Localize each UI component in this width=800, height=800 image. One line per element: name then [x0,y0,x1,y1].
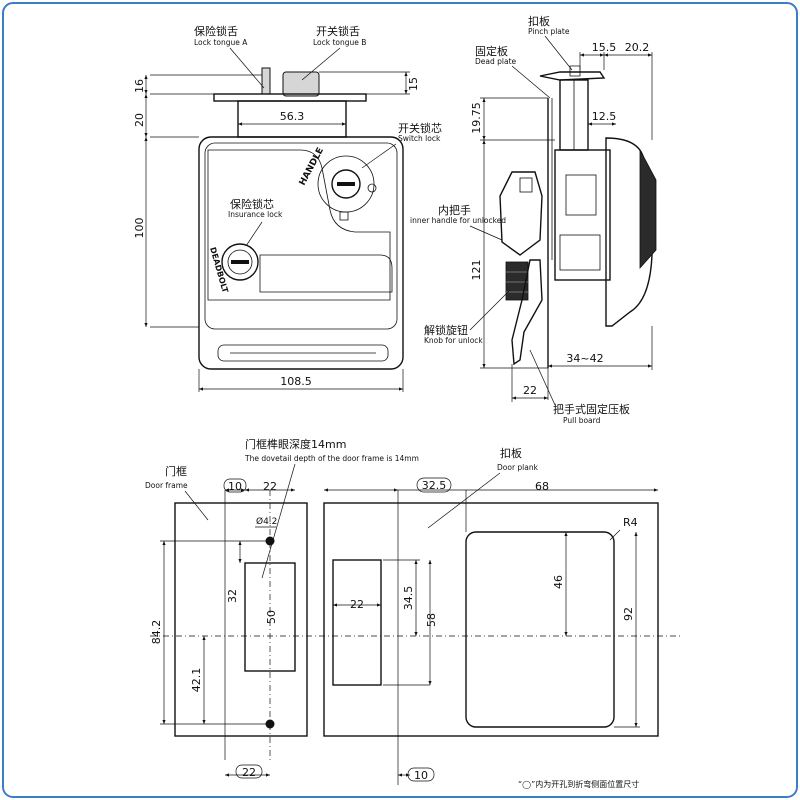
pinch-plate [539,71,606,81]
label-dovetail-cn: 门框榫眼深度14mm [245,437,346,451]
dim-frame-10-oval [223,478,247,493]
label-knob-cn: 解锁旋钮 [424,323,468,337]
label-pinch-plate-en: Pinch plate [528,27,570,36]
door-frame-view: 10 22 Ø4.2 32 50 84.2 42.1 22 门框榫眼深度14mm… [145,437,680,779]
handle-grip [259,254,393,293]
label-pinch-plate-cn: 扣板 [528,14,550,28]
dim-frame-84-2: 84.2 [150,620,163,645]
lock-body [198,136,404,370]
label-dead-plate-cn: 固定板 [475,44,508,58]
label-pull-board-cn: 把手式固定压板 [553,402,630,416]
unlock-indicator-icon [339,211,349,221]
dim-frame-22-bottom: 22 [242,766,256,779]
dim-side-20-2: 20.2 [625,41,650,54]
deadbolt-engraving: DEADBOLT [208,246,230,294]
dim-front-100: 100 [133,218,146,239]
label-pull-board-en: Pull board [563,416,601,425]
dim-plank-46: 46 [552,575,565,589]
label-insurance-lock-cn: 保险锁芯 [230,197,274,211]
dim-plank-32-5-oval [416,477,452,493]
dim-frame-42-1: 42.1 [190,668,203,693]
label-switch-lock-en: Switch lock [398,134,441,143]
outer-handle [639,149,657,270]
dovetail-mortise [244,562,296,672]
inner-handle [499,171,543,256]
label-knob-en: Knob for unlock [424,336,483,345]
dim-front-108-5: 108.5 [280,375,312,388]
label-lock-tongue-a-cn: 保险锁舌 [194,24,238,38]
switch-lock-keyslot [337,182,355,186]
footnote: “◯”内为开孔到折弯侧面位置尺寸 [518,779,639,789]
dim-plank-58: 58 [425,613,438,627]
insurance-lock-keyslot [231,260,249,264]
dim-side-121: 121 [470,260,483,281]
unlock-knob [505,261,529,301]
lock-indicator-icon [367,183,377,193]
door-plank-view: 32.5 68 R4 34.5 58 22 46 92 10 扣板 Door p… [323,446,659,789]
dim-frame-32: 32 [226,589,239,603]
plank-slot [332,559,382,686]
dim-plank-10: 10 [414,769,428,782]
dim-frame-phi: Ø4.2 [256,516,277,527]
dim-front-56-3: 56.3 [280,110,305,123]
lock-body-inner [204,142,398,330]
dim-plank-32-5: 32.5 [422,479,447,492]
dim-plank-22: 22 [350,598,364,611]
dim-frame-10: 10 [228,480,242,493]
label-lock-tongue-b-en: Lock tongue B [313,38,366,47]
dim-frame-22-top: 22 [263,480,277,493]
door-plank-panel [323,502,659,737]
label-insurance-lock-en: Insurance lock [228,210,283,219]
bottom-slot [217,344,389,362]
dim-plank-r4: R4 [623,516,638,529]
switch-lock-cylinder [331,169,361,199]
pull-board [511,259,543,366]
dim-frame-50: 50 [265,610,278,624]
label-dead-plate-en: Dead plate [475,57,517,66]
dim-plank-10-oval [407,767,435,782]
door-frame-panel [174,502,308,737]
mechanism-block [554,149,611,281]
handle-pocket [207,149,391,301]
dim-plank-68: 68 [535,480,549,493]
side-view: 15.5 20.2 19.75 12.5 121 34~42 22 扣板 Pin… [410,14,657,425]
label-door-frame-cn: 门框 [165,464,187,478]
lock-tongue-a [261,67,271,95]
dim-front-16: 16 [133,79,146,93]
label-inner-handle-cn: 内把手 [438,203,471,217]
dim-side-12-5: 12.5 [592,110,617,123]
dim-side-15-5: 15.5 [592,41,617,54]
dim-plank-92: 92 [622,607,635,621]
label-dovetail-en: The dovetail depth of the door frame is … [244,454,419,463]
dim-side-22: 22 [523,384,537,397]
label-door-frame-en: Door frame [145,481,188,490]
plank-window [465,531,615,728]
dim-front-20: 20 [133,113,146,127]
dim-plank-34-5: 34.5 [402,586,415,611]
front-view: HANDLE DEADBOLT 16 20 100 15 56.3 108.5 … [133,24,442,392]
label-lock-tongue-a-en: Lock tongue A [194,38,248,47]
dim-frame-22-bottom-oval [235,764,263,779]
dim-front-15: 15 [407,77,420,91]
label-lock-tongue-b-cn: 开关锁舌 [316,24,360,38]
dim-side-19-75: 19.75 [470,102,483,134]
label-inner-handle-en: inner handle for unlocked [410,216,506,225]
label-door-plank-cn: 扣板 [500,446,522,460]
dim-side-34-42: 34~42 [566,352,603,365]
label-switch-lock-cn: 开关锁芯 [398,121,442,135]
lock-tongue-b [282,71,320,97]
label-door-plank-en: Door plank [497,463,539,472]
insurance-lock-cylinder [221,243,259,281]
